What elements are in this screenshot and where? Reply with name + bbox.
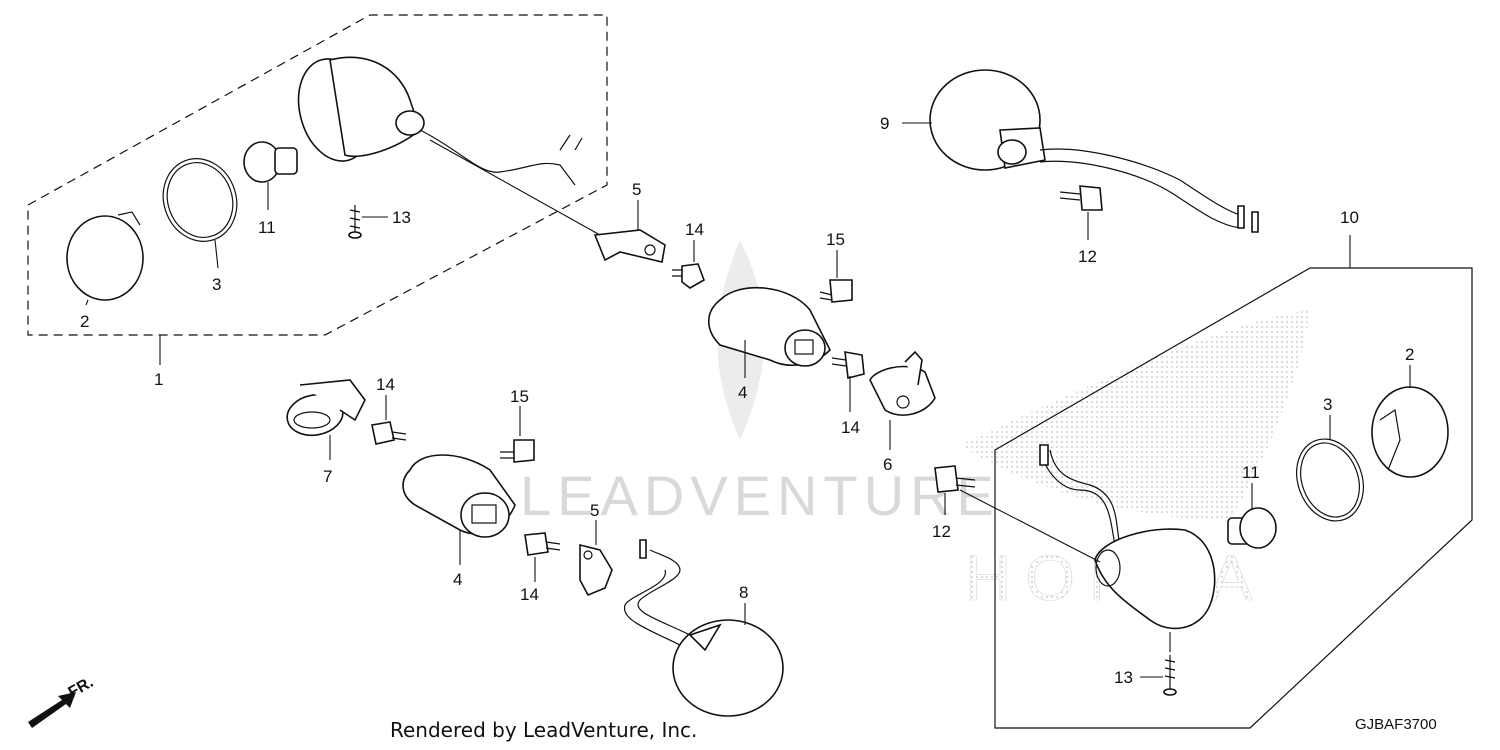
bolt-15a	[819, 279, 853, 303]
callout-14a: 14	[685, 220, 704, 239]
callout-5b: 5	[590, 501, 599, 520]
screw-13b	[1163, 655, 1177, 696]
bolt-14a	[672, 263, 705, 289]
callout-4a: 4	[738, 383, 747, 402]
lens-cover-2b	[1371, 386, 1449, 478]
footer-credit: Rendered by LeadVenture, Inc.	[390, 718, 698, 742]
housing-10	[1039, 444, 1216, 630]
callout-14b: 14	[841, 418, 860, 437]
callout-12a: 12	[1078, 247, 1097, 266]
leadventure-watermark: LEADVENTURE	[520, 464, 1000, 527]
callout-6: 6	[883, 455, 892, 474]
bolt-12b	[934, 465, 976, 493]
bulb-11a	[243, 141, 298, 183]
bracket-7	[286, 379, 366, 437]
ring-3a	[162, 158, 238, 242]
callout-14c: 14	[376, 375, 395, 394]
callout-2b: 2	[1405, 345, 1414, 364]
callout-4b: 4	[453, 570, 462, 589]
housing-8	[623, 539, 784, 717]
screw-13a	[348, 205, 362, 239]
callout-9: 9	[880, 114, 889, 133]
callout-11a: 11	[258, 218, 276, 237]
callout-13a: 13	[392, 208, 411, 227]
callout-1: 1	[154, 370, 163, 389]
group-box-10	[994, 267, 1473, 729]
callout-3a: 3	[212, 275, 221, 294]
diagram-code: GJBAF3700	[1355, 716, 1437, 733]
callout-15b: 15	[510, 387, 529, 406]
housing-9	[929, 69, 1259, 233]
callout-7: 7	[323, 467, 332, 486]
bracket-5a	[593, 229, 666, 263]
callout-13b: 13	[1114, 668, 1133, 687]
callout-5a: 5	[632, 180, 641, 199]
front-arrow-icon: FR.	[28, 674, 96, 728]
callout-11b: 11	[1242, 463, 1260, 482]
callout-14d: 14	[520, 585, 539, 604]
arm-4b	[402, 454, 516, 538]
lens-cover-2a	[66, 211, 144, 301]
callout-3b: 3	[1323, 395, 1332, 414]
bolt-15b	[500, 439, 535, 463]
callout-10: 10	[1340, 208, 1359, 227]
bracket-5b	[579, 543, 613, 597]
ring-3b	[1296, 438, 1364, 522]
callout-8: 8	[739, 583, 748, 602]
callout-2a: 2	[80, 312, 89, 331]
bolt-14d	[524, 532, 561, 556]
cover-6	[869, 350, 936, 416]
group-box-1	[27, 14, 608, 336]
callout-15a: 15	[826, 230, 845, 249]
bolt-14b	[831, 351, 865, 379]
bulb-11b	[1227, 507, 1277, 549]
housing-1	[297, 56, 583, 186]
arm-4a	[707, 286, 831, 367]
callout-12b: 12	[932, 522, 951, 541]
bolt-14c	[371, 421, 407, 445]
bolt-12a	[1059, 185, 1103, 211]
